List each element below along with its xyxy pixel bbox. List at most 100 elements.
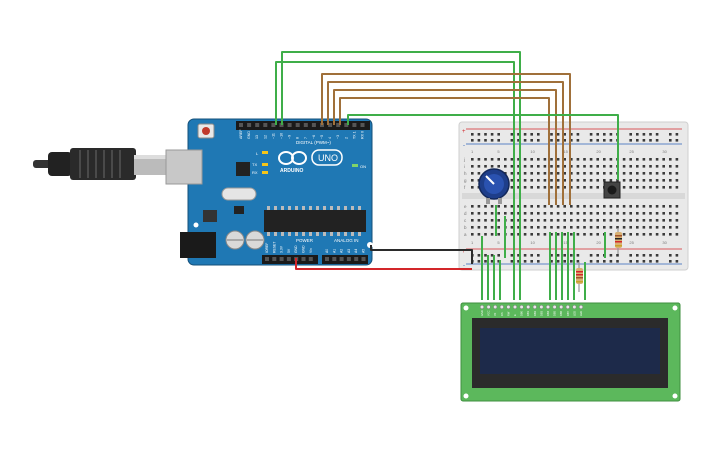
breadboard-hole[interactable] [675,205,679,208]
breadboard-hole[interactable] [629,172,632,175]
breadboard-hole[interactable] [504,158,507,161]
breadboard-hole[interactable] [629,260,632,263]
breadboard-hole[interactable] [510,260,514,263]
breadboard-hole[interactable] [510,165,514,168]
breadboard-hole[interactable] [537,172,540,175]
breadboard-hole[interactable] [596,254,599,257]
breadboard-hole[interactable] [609,260,613,263]
breadboard-hole[interactable] [609,133,613,136]
breadboard-hole[interactable] [655,179,659,182]
breadboard-hole[interactable] [589,254,593,257]
breadboard-hole[interactable] [477,260,481,263]
breadboard-hole[interactable] [517,254,520,257]
breadboard-hole[interactable] [471,133,474,136]
breadboard-hole[interactable] [510,226,514,229]
breadboard-hole[interactable] [550,186,553,189]
breadboard-hole[interactable] [576,260,580,263]
digital-pin-hole[interactable] [271,123,276,127]
breadboard-hole[interactable] [563,139,566,142]
breadboard-hole[interactable] [484,226,487,229]
breadboard-hole[interactable] [622,233,626,236]
breadboard-hole[interactable] [477,133,481,136]
lcd-pin[interactable] [506,304,511,310]
breadboard-hole[interactable] [523,158,527,161]
breadboard-hole[interactable] [556,172,560,175]
breadboard-hole[interactable] [649,260,652,263]
breadboard-hole[interactable] [629,186,632,189]
lcd-pin[interactable] [559,304,564,310]
breadboard-hole[interactable] [556,233,560,236]
breadboard-hole[interactable] [556,226,560,229]
breadboard-hole[interactable] [603,260,606,263]
breadboard-hole[interactable] [622,158,626,161]
breadboard-hole[interactable] [563,158,566,161]
breadboard-hole[interactable] [570,133,573,136]
breadboard-hole[interactable] [471,219,474,222]
breadboard-hole[interactable] [675,186,679,189]
breadboard-hole[interactable] [675,165,679,168]
breadboard-hole[interactable] [669,158,672,161]
breadboard-hole[interactable] [517,260,520,263]
breadboard-hole[interactable] [609,212,613,215]
breadboard-hole[interactable] [563,205,566,208]
breadboard-hole[interactable] [629,139,632,142]
breadboard-hole[interactable] [570,226,573,229]
breadboard-hole[interactable] [477,219,481,222]
breadboard-hole[interactable] [471,179,474,182]
breadboard-hole[interactable] [517,172,520,175]
lcd-pin[interactable] [545,304,551,310]
breadboard-hole[interactable] [636,226,639,229]
breadboard-hole[interactable] [490,219,494,222]
breadboard-hole[interactable] [655,219,659,222]
breadboard-hole[interactable] [563,133,566,136]
analog-pin-hole[interactable] [339,257,344,261]
breadboard-hole[interactable] [629,133,632,136]
power-pin-hole[interactable] [308,257,313,261]
breadboard-hole[interactable] [517,186,520,189]
lcd-pin[interactable] [578,304,584,310]
lcd-pin[interactable] [532,304,537,310]
breadboard-hole[interactable] [669,260,672,263]
breadboard-hole[interactable] [563,233,566,236]
breadboard-hole[interactable] [616,219,619,222]
digital-pin-hole[interactable] [344,123,349,127]
breadboard-hole[interactable] [669,219,672,222]
breadboard-hole[interactable] [484,233,487,236]
breadboard-hole[interactable] [490,226,494,229]
breadboard-hole[interactable] [622,205,626,208]
breadboard-hole[interactable] [563,219,566,222]
breadboard-hole[interactable] [596,139,599,142]
breadboard-hole[interactable] [484,133,487,136]
breadboard-hole[interactable] [484,219,487,222]
breadboard-hole[interactable] [603,158,606,161]
breadboard-hole[interactable] [556,179,560,182]
digital-pin-hole[interactable] [287,123,292,127]
breadboard-hole[interactable] [497,165,500,168]
breadboard-hole[interactable] [609,139,613,142]
breadboard-hole[interactable] [576,226,580,229]
breadboard-hole[interactable] [517,226,520,229]
digital-pin-hole[interactable] [239,123,243,127]
breadboard-hole[interactable] [655,133,659,136]
breadboard-hole[interactable] [510,139,514,142]
breadboard-hole[interactable] [497,205,500,208]
breadboard-hole[interactable] [556,212,560,215]
breadboard-hole[interactable] [497,158,500,161]
breadboard-hole[interactable] [609,205,613,208]
breadboard-hole[interactable] [589,260,593,263]
breadboard-hole[interactable] [537,139,540,142]
breadboard-hole[interactable] [471,165,474,168]
breadboard-hole[interactable] [589,139,593,142]
breadboard-hole[interactable] [576,133,580,136]
breadboard-hole[interactable] [655,139,659,142]
breadboard-hole[interactable] [530,233,533,236]
breadboard-hole[interactable] [576,165,580,168]
lcd-pin[interactable] [499,304,504,310]
breadboard-hole[interactable] [550,205,553,208]
breadboard-hole[interactable] [636,172,639,175]
breadboard-hole[interactable] [589,179,593,182]
breadboard-hole[interactable] [589,158,593,161]
breadboard-hole[interactable] [662,158,665,161]
analog-pin-hole[interactable] [346,257,351,261]
breadboard-hole[interactable] [583,226,586,229]
